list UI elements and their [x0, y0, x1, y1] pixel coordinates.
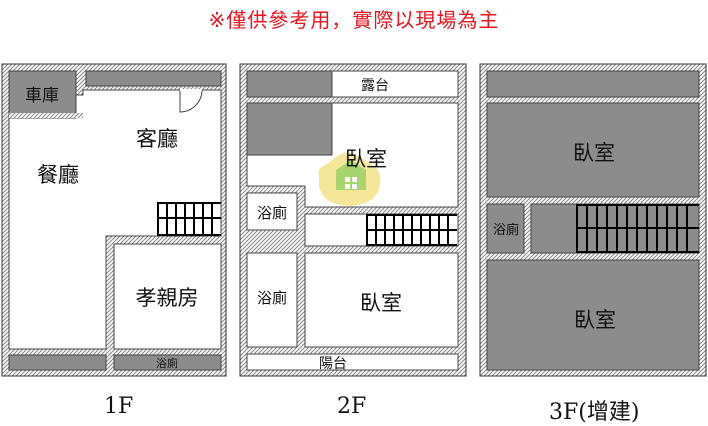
label-living-room: 客廳: [136, 127, 178, 151]
label-garage: 車庫: [25, 86, 59, 106]
caption-2f: 2F: [337, 394, 367, 419]
bath-2f-bottom: [246, 252, 298, 348]
stairs-2f: [366, 214, 457, 246]
bath-1f: [113, 354, 222, 371]
label-bedroom-3f-bottom: 臥室: [574, 308, 616, 332]
label-balcony: 陽台: [319, 356, 347, 372]
bedroom-3f-bottom: [486, 259, 700, 371]
floor-2f-plan: 露台 臥室 浴廁 浴廁 臥室 陽台: [239, 63, 467, 377]
label-dining-room: 餐廳: [37, 163, 79, 187]
disclaimer-notice: ※僅供參考用，實際以現場為主: [208, 8, 500, 32]
bedroom-2f-bottom: [304, 252, 459, 348]
label-bath-1f: 浴廁: [156, 356, 178, 370]
bedroom-3f-top: [486, 102, 700, 198]
label-parent-bedroom: 孝親房: [136, 286, 199, 310]
stairs-1f: [157, 202, 221, 236]
caption-3f: 3F(增建): [549, 400, 640, 425]
stairs-3f: [576, 204, 699, 253]
label-bedroom-2f-top: 臥室: [345, 147, 387, 171]
label-bath-3f: 浴廁: [493, 222, 519, 238]
label-bedroom-2f-bottom: 臥室: [360, 291, 402, 315]
parent-bedroom: [113, 243, 222, 350]
bath-3f: [486, 203, 525, 254]
storage-strip: [85, 70, 222, 87]
bottom-gray-strip: [8, 354, 107, 371]
label-terrace: 露台: [361, 78, 389, 94]
caption-1f: 1F: [104, 394, 134, 419]
house-watermark-icon: [318, 152, 381, 206]
gray-closet-2f: [246, 102, 333, 156]
balcony: [246, 353, 459, 371]
floor-1f-plan: 車庫 客廳 餐廳 孝親房 浴廁: [1, 63, 227, 377]
bath-2f-top: [246, 192, 298, 231]
label-bath-2f-top: 浴廁: [257, 204, 287, 222]
top-strip-3f: [486, 70, 700, 98]
label-bedroom-3f-top: 臥室: [573, 141, 615, 165]
door-swing-icon: [179, 89, 203, 113]
label-bath-2f-bottom: 浴廁: [257, 289, 287, 307]
floor-3f-plan: 臥室 浴廁 臥室: [479, 63, 707, 377]
